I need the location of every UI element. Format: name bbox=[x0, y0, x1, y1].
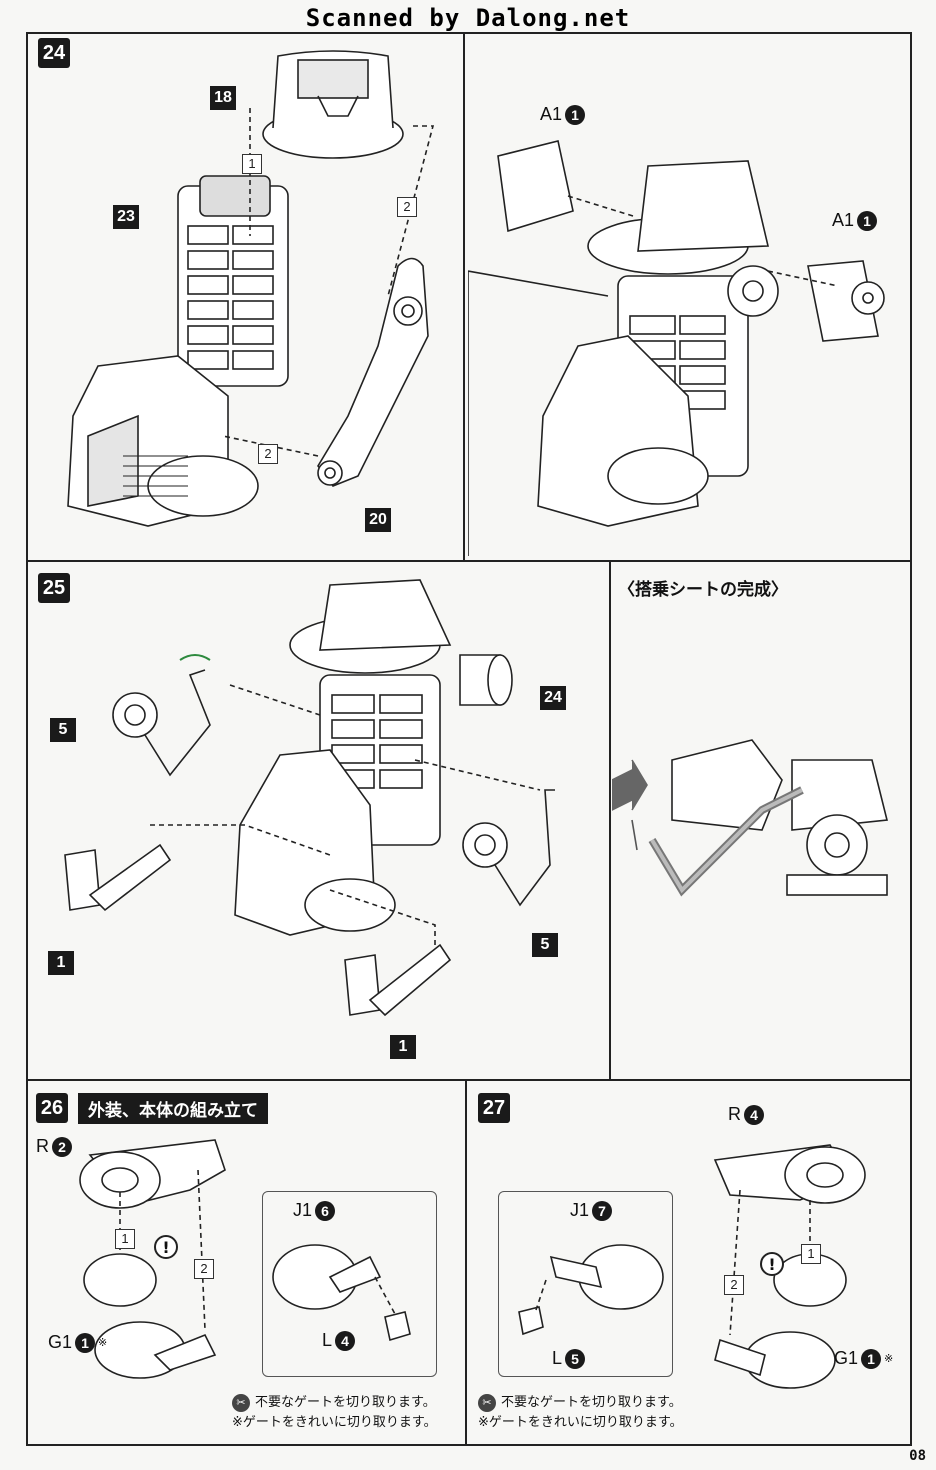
step-25-part-1-left: 1 bbox=[48, 951, 74, 975]
step-27-gate-notes: ✂ 不要なゲートを切り取ります。 ※ゲートをきれいに切り取ります。 bbox=[478, 1393, 683, 1433]
page-frame bbox=[26, 32, 912, 1446]
step-26-l-num: 4 bbox=[335, 1330, 356, 1351]
step-27-r-num: 4 bbox=[744, 1104, 764, 1125]
step-24-seq-2a: 2 bbox=[397, 197, 417, 217]
step-26-inset-illustration bbox=[272, 1244, 411, 1342]
divider-26-27 bbox=[465, 1079, 467, 1446]
scan-watermark: Scanned by Dalong.net bbox=[305, 4, 631, 32]
step-26-number: 26 bbox=[36, 1093, 68, 1123]
step-26-gate-note-2: ※ゲートをきれいに切り取ります。 bbox=[232, 1415, 437, 1430]
step-27-label-j1: J1 7 bbox=[570, 1200, 613, 1221]
step-27-l-code: L bbox=[552, 1348, 563, 1368]
step-26-label-g1: G1 1 ※ bbox=[48, 1332, 107, 1353]
step-24-seq-1: 1 bbox=[242, 154, 262, 174]
step-25-number: 25 bbox=[38, 573, 70, 603]
step-26-warning-icon: ! bbox=[154, 1235, 178, 1259]
step-27-number: 27 bbox=[478, 1093, 510, 1123]
divider-24-25 bbox=[26, 560, 912, 562]
nipper-icon: ✂ bbox=[232, 1394, 250, 1412]
step-25-part-1-right: 1 bbox=[390, 1035, 416, 1059]
step-27-label-r: R 4 bbox=[728, 1104, 764, 1125]
step-24-a1-left-num: 1 bbox=[565, 104, 586, 125]
page-number: 08 bbox=[909, 1448, 926, 1464]
step-24-result-illustration bbox=[468, 140, 885, 556]
step-25-completion-title: 〈搭乗シートの完成〉 bbox=[618, 580, 788, 600]
step-24-part-18: 18 bbox=[210, 86, 236, 110]
step-26-g1-code: G1 bbox=[48, 1332, 73, 1352]
step-24-seq-2b: 2 bbox=[258, 444, 278, 464]
step-24-part-23: 23 bbox=[113, 205, 139, 229]
step-27-seq-1: 1 bbox=[801, 1244, 821, 1264]
step-25-illustration bbox=[64, 579, 555, 1017]
step-26-gate-notes: ✂ 不要なゲートを切り取ります。 ※ゲートをきれいに切り取ります。 bbox=[232, 1393, 437, 1433]
step-27-j1-code: J1 bbox=[570, 1200, 590, 1220]
step-27-label-g1: G1 1 ※ bbox=[834, 1348, 893, 1369]
step-27-inset bbox=[498, 1191, 673, 1377]
step-27-r-code: R bbox=[728, 1104, 741, 1124]
step-27-inset-illustration bbox=[518, 1244, 664, 1336]
step-24-a1-right-num: 1 bbox=[857, 210, 878, 231]
step-25-part-24: 24 bbox=[540, 686, 566, 710]
step-27-gate-note-1: 不要なゲートを切り取ります。 bbox=[501, 1395, 682, 1410]
step-26-inset bbox=[262, 1191, 437, 1377]
step-26-j1-code: J1 bbox=[293, 1200, 313, 1220]
step-26-seq-2: 2 bbox=[194, 1259, 214, 1279]
step-27-l-num: 5 bbox=[565, 1348, 586, 1369]
step-27-warning-icon: ! bbox=[760, 1252, 784, 1276]
step-27-j1-num: 7 bbox=[592, 1200, 613, 1221]
step-25-part-5-left: 5 bbox=[50, 718, 76, 742]
step-26-g1-num: 1 bbox=[75, 1332, 96, 1353]
step-26-gate-note-1: 不要なゲートを切り取ります。 bbox=[255, 1395, 436, 1410]
divider-25-26 bbox=[26, 1079, 912, 1081]
divider-24-split bbox=[463, 32, 465, 560]
step-27-g1-num: 1 bbox=[861, 1348, 882, 1369]
step-26-label-l: L 4 bbox=[322, 1330, 356, 1351]
step-27-label-l: L 5 bbox=[552, 1348, 586, 1369]
step-26-g1-note: ※ bbox=[98, 1337, 108, 1349]
step-27-gate-note-2: ※ゲートをきれいに切り取ります。 bbox=[478, 1415, 683, 1430]
step-26-seq-1: 1 bbox=[115, 1229, 135, 1249]
step-27-illustration bbox=[713, 1144, 866, 1389]
step-24-a1-left-code: A1 bbox=[540, 104, 563, 124]
step-27-g1-note: ※ bbox=[884, 1353, 894, 1365]
step-24-label-a1-left: A1 1 bbox=[540, 104, 586, 125]
step-26-r-code: R bbox=[36, 1136, 49, 1156]
step-26-l-code: L bbox=[322, 1330, 333, 1350]
step-27-seq-2: 2 bbox=[724, 1275, 744, 1295]
step-27-g1-code: G1 bbox=[834, 1348, 859, 1368]
step-26-label-r: R 2 bbox=[36, 1136, 72, 1157]
step-25-part-5-right: 5 bbox=[532, 933, 558, 957]
step-26-label-j1: J1 6 bbox=[293, 1200, 336, 1221]
step-24-part-20: 20 bbox=[365, 508, 391, 532]
step-26-illustration bbox=[79, 1139, 226, 1379]
step-24-number: 24 bbox=[38, 38, 70, 68]
nipper-icon: ✂ bbox=[478, 1394, 496, 1412]
step-26-title: 外装、本体の組み立て bbox=[78, 1093, 268, 1124]
step-24-a1-right-code: A1 bbox=[832, 210, 855, 230]
step-24-label-a1-right: A1 1 bbox=[832, 210, 878, 231]
step-26-r-num: 2 bbox=[52, 1136, 72, 1157]
step-25-completion-illustration bbox=[612, 739, 888, 897]
step-26-j1-num: 6 bbox=[315, 1200, 336, 1221]
step-24-illustration bbox=[67, 50, 435, 527]
divider-25-split bbox=[609, 560, 611, 1079]
